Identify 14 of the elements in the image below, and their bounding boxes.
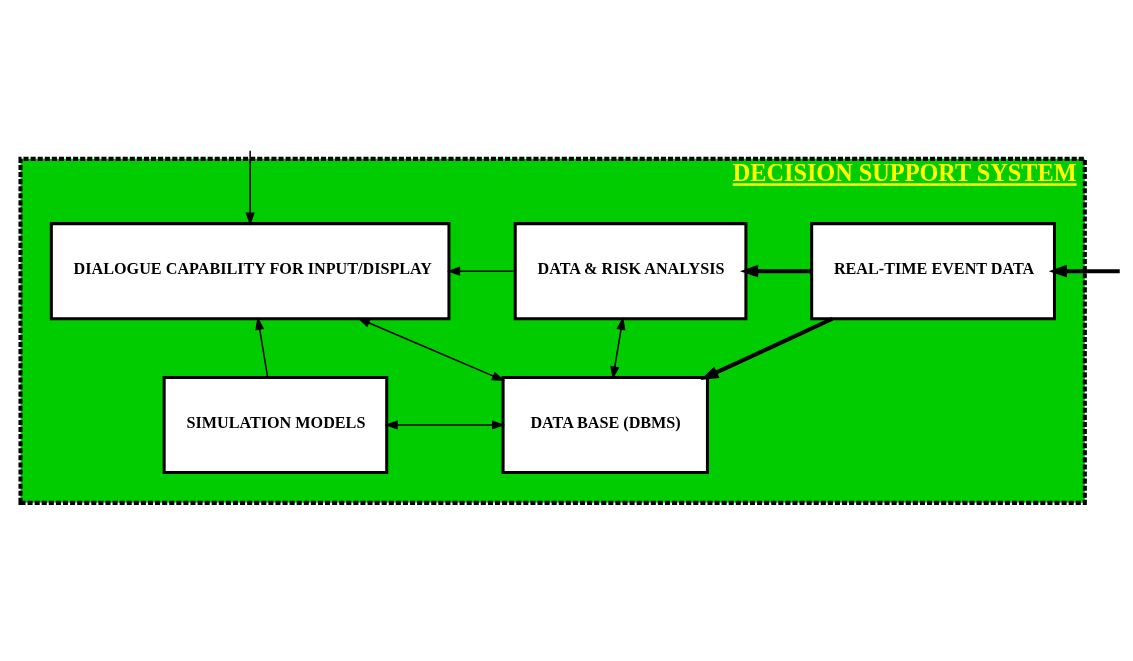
- node-box: DATA & RISK ANALYSIS: [513, 222, 748, 321]
- arrow: [446, 266, 516, 276]
- node-box: DIALOGUE CAPABILITY FOR INPUT/DISPLAY: [49, 222, 451, 321]
- arrow: [255, 316, 269, 379]
- node-box: SIMULATION MODELS: [162, 375, 389, 475]
- node-box: REAL-TIME EVENT DATA: [810, 222, 1056, 321]
- arrow: [739, 264, 812, 278]
- arrow: [700, 316, 834, 380]
- arrow: [357, 317, 505, 382]
- arrow: [1048, 264, 1120, 278]
- arrow: [610, 316, 626, 380]
- arrow: [384, 420, 506, 430]
- arrow: [245, 150, 255, 226]
- node-box: DATA BASE (DBMS): [501, 375, 709, 475]
